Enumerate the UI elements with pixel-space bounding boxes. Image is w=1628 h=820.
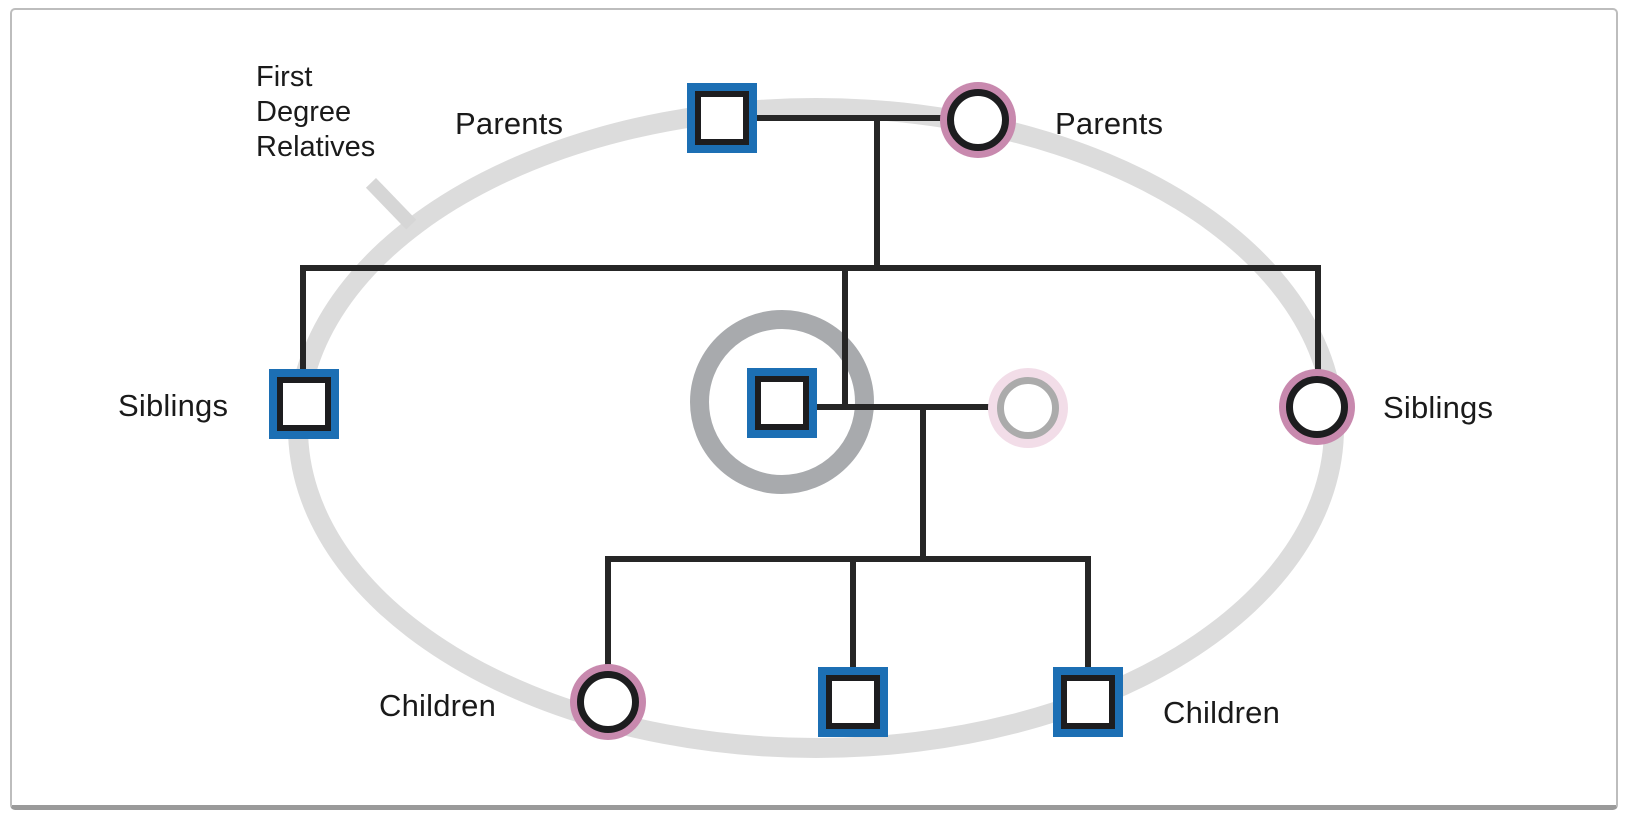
children-descent-line [920,408,926,559]
daughter-female-symbol [570,664,646,740]
son2-symbol-fill [1061,675,1115,729]
daughter-drop-line [605,560,611,666]
son1-male-symbol [818,667,888,737]
son2-drop-line [1085,560,1091,670]
mother-symbol-fill [947,89,1009,151]
sister-female-symbol [1279,369,1355,445]
sister-symbol-fill [1286,376,1348,438]
children-label-left: Children [379,688,497,723]
daughter-symbol-fill [577,671,639,733]
children-label-right: Children [1163,695,1281,730]
spouse-symbol-fill [997,377,1059,439]
annotation-leader-tick [365,178,417,230]
son1-drop-line [850,560,856,670]
sister-drop-line [1315,268,1321,372]
son1-symbol-fill [826,675,880,729]
brother-drop-line [300,268,306,372]
parents-descent-line [874,117,880,268]
proband-drop-line [842,268,848,408]
children-sibship-line [605,556,1091,562]
son2-male-symbol [1053,667,1123,737]
brother-male-symbol [269,369,339,439]
proband-symbol-fill [755,376,809,430]
mother-female-symbol [940,82,1016,158]
siblings-label-right: Siblings [1383,390,1494,425]
parents-couple-line [756,115,942,121]
marriage-line [815,404,992,410]
spouse-female-symbol-faded [988,368,1068,448]
siblings-sibship-line [300,265,1321,271]
proband-male-symbol [747,368,817,438]
father-symbol-fill [695,91,749,145]
parents-label-left: Parents [455,106,564,141]
first-degree-relatives-annotation: First Degree Relatives [256,61,376,163]
parents-label-right: Parents [1055,106,1164,141]
father-male-symbol [687,83,757,153]
brother-symbol-fill [277,377,331,431]
siblings-label-left: Siblings [118,388,229,423]
